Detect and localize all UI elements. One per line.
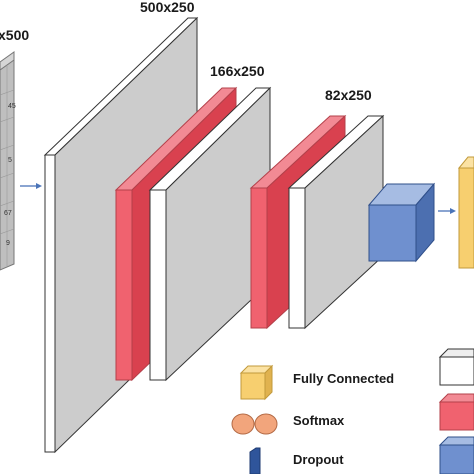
input-cell-value: 9 — [6, 240, 10, 247]
conv-layer-2 — [148, 86, 272, 382]
fully-connected-legend-icon — [239, 364, 274, 401]
blue-cube — [367, 182, 436, 263]
arrow-icon — [438, 208, 456, 214]
conv-layer-3 — [287, 114, 385, 330]
softmax-legend-label: Softmax — [293, 413, 345, 428]
input-cell-value: 45 — [8, 103, 16, 110]
layer1-dimension-label: 500x250 — [140, 0, 195, 15]
arrow-icon — [20, 183, 42, 189]
dropout-legend-label: Dropout — [293, 452, 344, 467]
dropout-legend-icon — [249, 447, 261, 474]
softmax-legend-icon — [231, 413, 278, 435]
input-cell-value: 5 — [8, 157, 12, 164]
pooling-legend-icon — [438, 393, 474, 431]
layer2-dimension-label: 166x250 — [210, 63, 265, 79]
legend: Fully Connected Softmax Dropout — [231, 348, 474, 474]
layer3-dimension-label: 82x250 — [325, 87, 372, 103]
conv-legend-icon — [438, 348, 474, 386]
fully-connected-layer — [457, 156, 474, 269]
input-image: 45 5 67 9 — [0, 51, 16, 271]
fully-connected-legend-label: Fully Connected — [293, 371, 394, 386]
cube-legend-icon — [438, 436, 474, 474]
input-cell-value: 67 — [4, 210, 12, 217]
input-grid — [0, 65, 15, 266]
input-dimension-label: x500 — [0, 27, 29, 43]
